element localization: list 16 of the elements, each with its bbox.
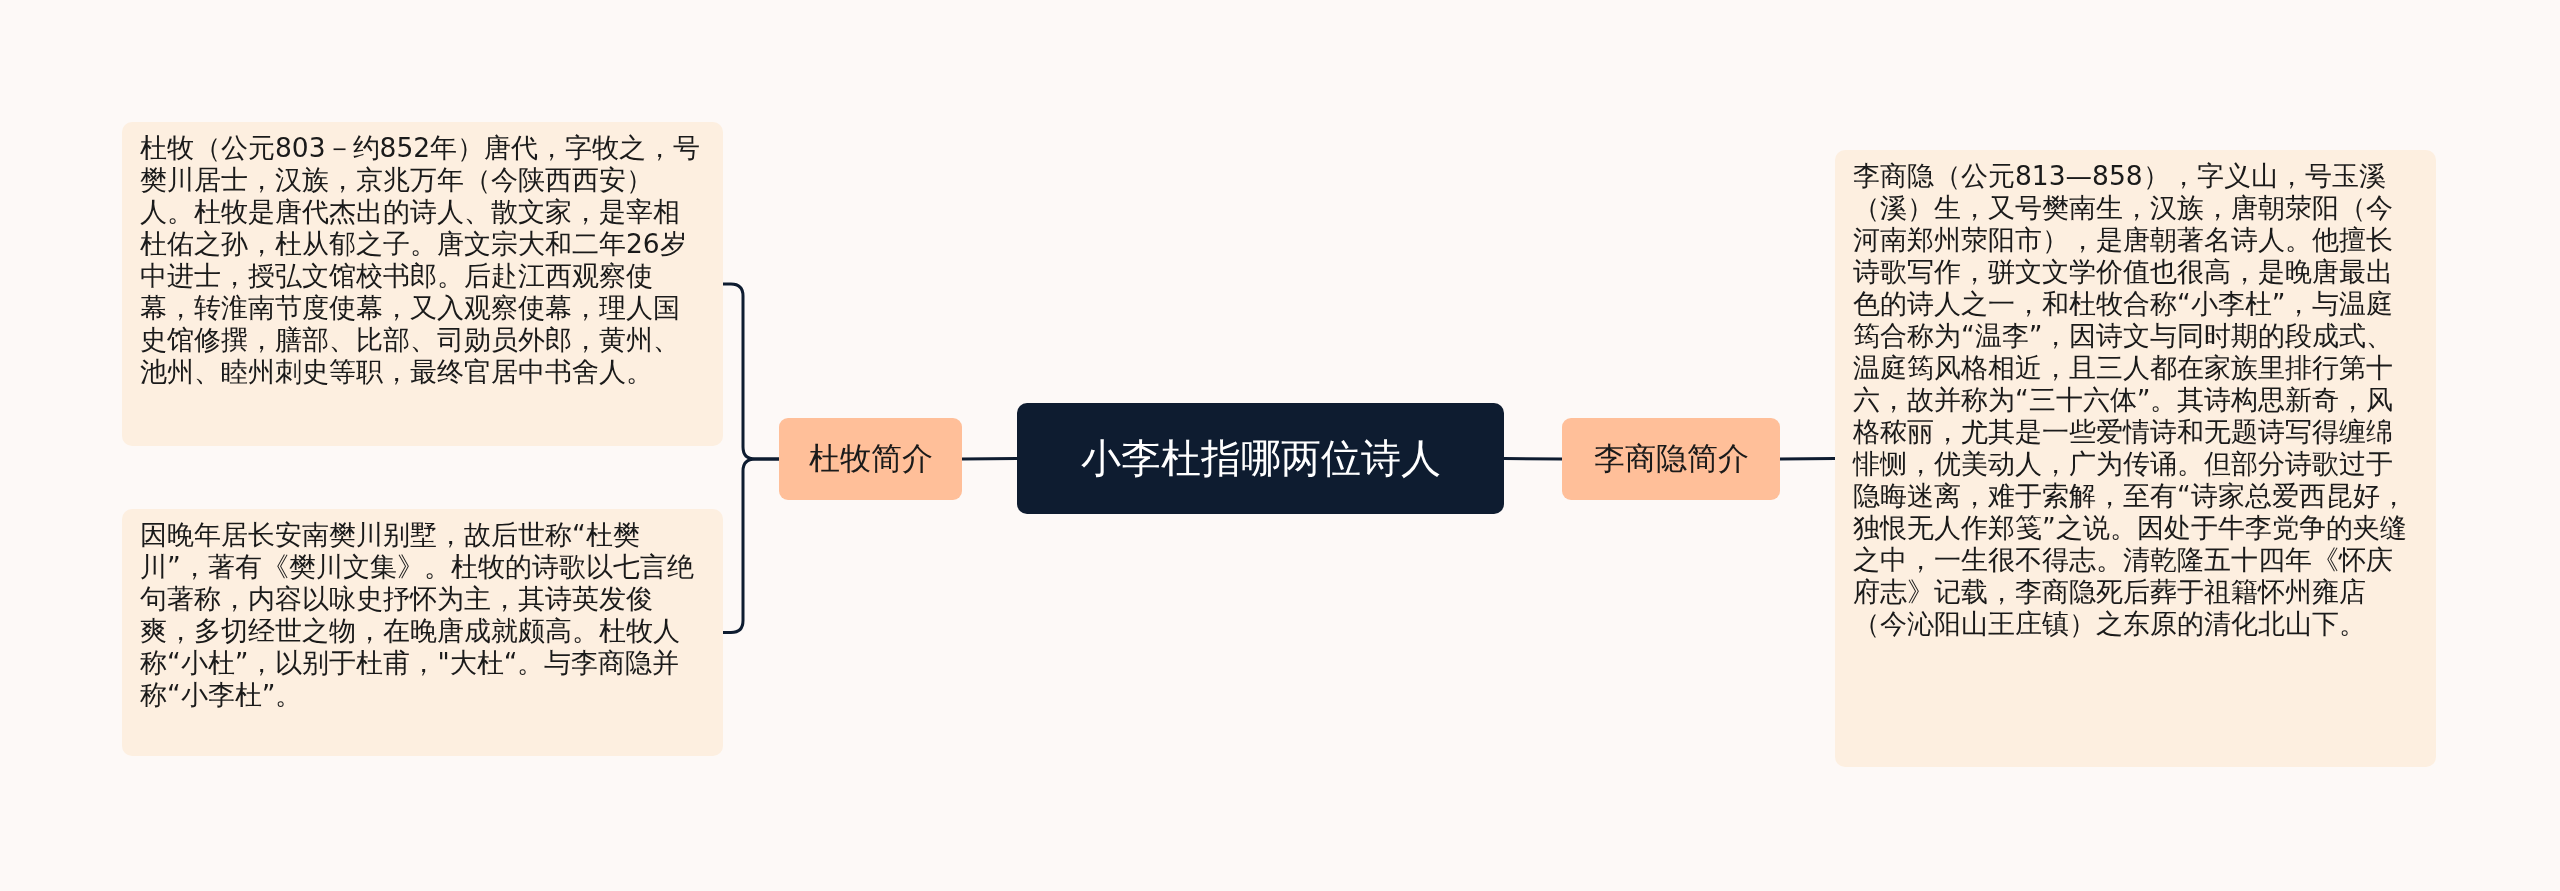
topic-label: 小李杜指哪两位诗人	[1080, 434, 1441, 483]
text-card	[122, 122, 723, 446]
branch-topic	[1562, 418, 1780, 500]
description-text: 因晚年居长安南樊川别墅，故后世称“杜樊川”，著有《樊川文集》。杜牧的诗歌以七言绝句著称，内容以咏史抒怀为主，其诗英发俊爽，多切经世之物，在晚唐成就颇高。杜牧人称“小杜”，以别于杜甫，"大杜“。与李商隐并称“小李杜”。	[140, 519, 695, 711]
branch-topic	[779, 418, 962, 500]
description-text: 杜牧（公元803－约852年）唐代，字牧之，号樊川居士，汉族，京兆万年（今陕西西安）人。杜牧是唐代杰出的诗人、散文家，是宰相杜佑之孙，杜从郁之子。唐文宗大和二年26岁中进士，授弘文馆校书郎。后赴江西观察使幕，转淮南节度使幕，又入观察使幕，理人国史馆修撰，膳部、比部、司勋员外郎，黄州、池州、睦州刺史等职，最终官居中书舍人。	[140, 132, 702, 388]
connector-line	[723, 457, 779, 634]
text-card	[1835, 150, 2436, 767]
connector-line	[962, 457, 1017, 461]
topic-label: 杜牧简介	[808, 439, 933, 478]
text-card	[122, 509, 723, 756]
connector-line	[1780, 457, 1835, 461]
central-topic	[1017, 403, 1504, 514]
description-text: 李商隐（公元813—858），字义山，号玉溪（溪）生，又号樊南生，汉族，唐朝荥阳（今河南郑州荥阳市），是唐朝著名诗人。他擅长诗歌写作，骈文文学价值也很高，是晚唐最出色的诗人之一，和杜牧合称“小李杜”，与温庭筠合称为“温李”，因诗文与同时期的段成式、温庭筠风格相近，且三人都在家族里排行第十六，故并称为“三十六体”。其诗构思新奇，风格秾丽，尤其是一些爱情诗和无题诗写得缠绵悱恻，优美动人，广为传诵。但部分诗歌过于隐晦迷离，难于索解，至有“诗家总爱西昆好，独恨无人作郑笺”之说。因处于牛李党争的夹缝之中，一生很不得志。清乾隆五十四年《怀庆府志》记载，李商隐死后葬于祖籍怀州雍店（今沁阳山王庄镇）之东原的清化北山下。	[1853, 160, 2408, 640]
topic-label: 李商隐简介	[1593, 439, 1749, 478]
connector-line	[1504, 457, 1562, 461]
